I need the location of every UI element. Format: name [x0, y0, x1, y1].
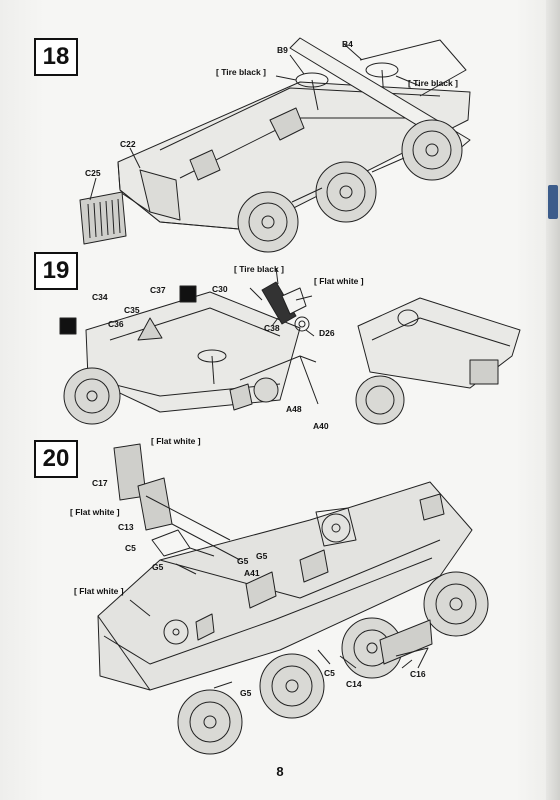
label-g5-bottom: G5	[240, 688, 252, 698]
label-g5-left: G5	[152, 562, 164, 572]
step-18-chassis-illustration	[79, 37, 471, 253]
label-c14: C14	[346, 679, 362, 689]
label-c5-bottom: C5	[324, 668, 335, 678]
label-b4: B4	[342, 39, 353, 49]
label-flat-white-c17: [ Flat white ]	[151, 436, 201, 446]
label-flat-white-hull: [ Flat white ]	[74, 586, 124, 596]
label-c16: C16	[410, 669, 426, 679]
step-20-number: 20	[34, 440, 78, 478]
label-c25: C25	[85, 168, 101, 178]
label-c37: C37	[150, 285, 166, 295]
label-g5-center-a: G5	[237, 556, 249, 566]
label-c5-top: C5	[125, 543, 136, 553]
page-edge	[546, 0, 560, 800]
label-b9: B9	[277, 45, 288, 55]
label-tire-black-right: [ Tire black ]	[408, 78, 458, 88]
step-19-number: 19	[34, 252, 78, 290]
label-c36: C36	[108, 319, 124, 329]
page-number: 8	[276, 764, 284, 779]
label-d26: D26	[319, 328, 335, 338]
label-flat-white-c13: [ Flat white ]	[70, 507, 120, 517]
step-20-hull-illustration	[97, 443, 489, 755]
step-19-interior-illustration	[59, 267, 521, 425]
label-tire-black-left: [ Tire black ]	[216, 67, 266, 77]
label-c30: C30	[212, 284, 228, 294]
label-c35: C35	[124, 305, 140, 315]
label-a41: A41	[244, 568, 260, 578]
label-c22: C22	[120, 139, 136, 149]
label-a40: A40	[313, 421, 329, 431]
label-c38: C38	[264, 323, 280, 333]
label-tire-black: [ Tire black ]	[234, 264, 284, 274]
label-flat-white: [ Flat white ]	[314, 276, 364, 286]
label-c17: C17	[92, 478, 108, 488]
label-a48: A48	[286, 404, 302, 414]
step-18-number: 18	[34, 38, 78, 76]
label-c13: C13	[118, 522, 134, 532]
label-g5-center-b: G5	[256, 551, 268, 561]
page-edge-tab	[548, 185, 558, 219]
label-c34: C34	[92, 292, 108, 302]
